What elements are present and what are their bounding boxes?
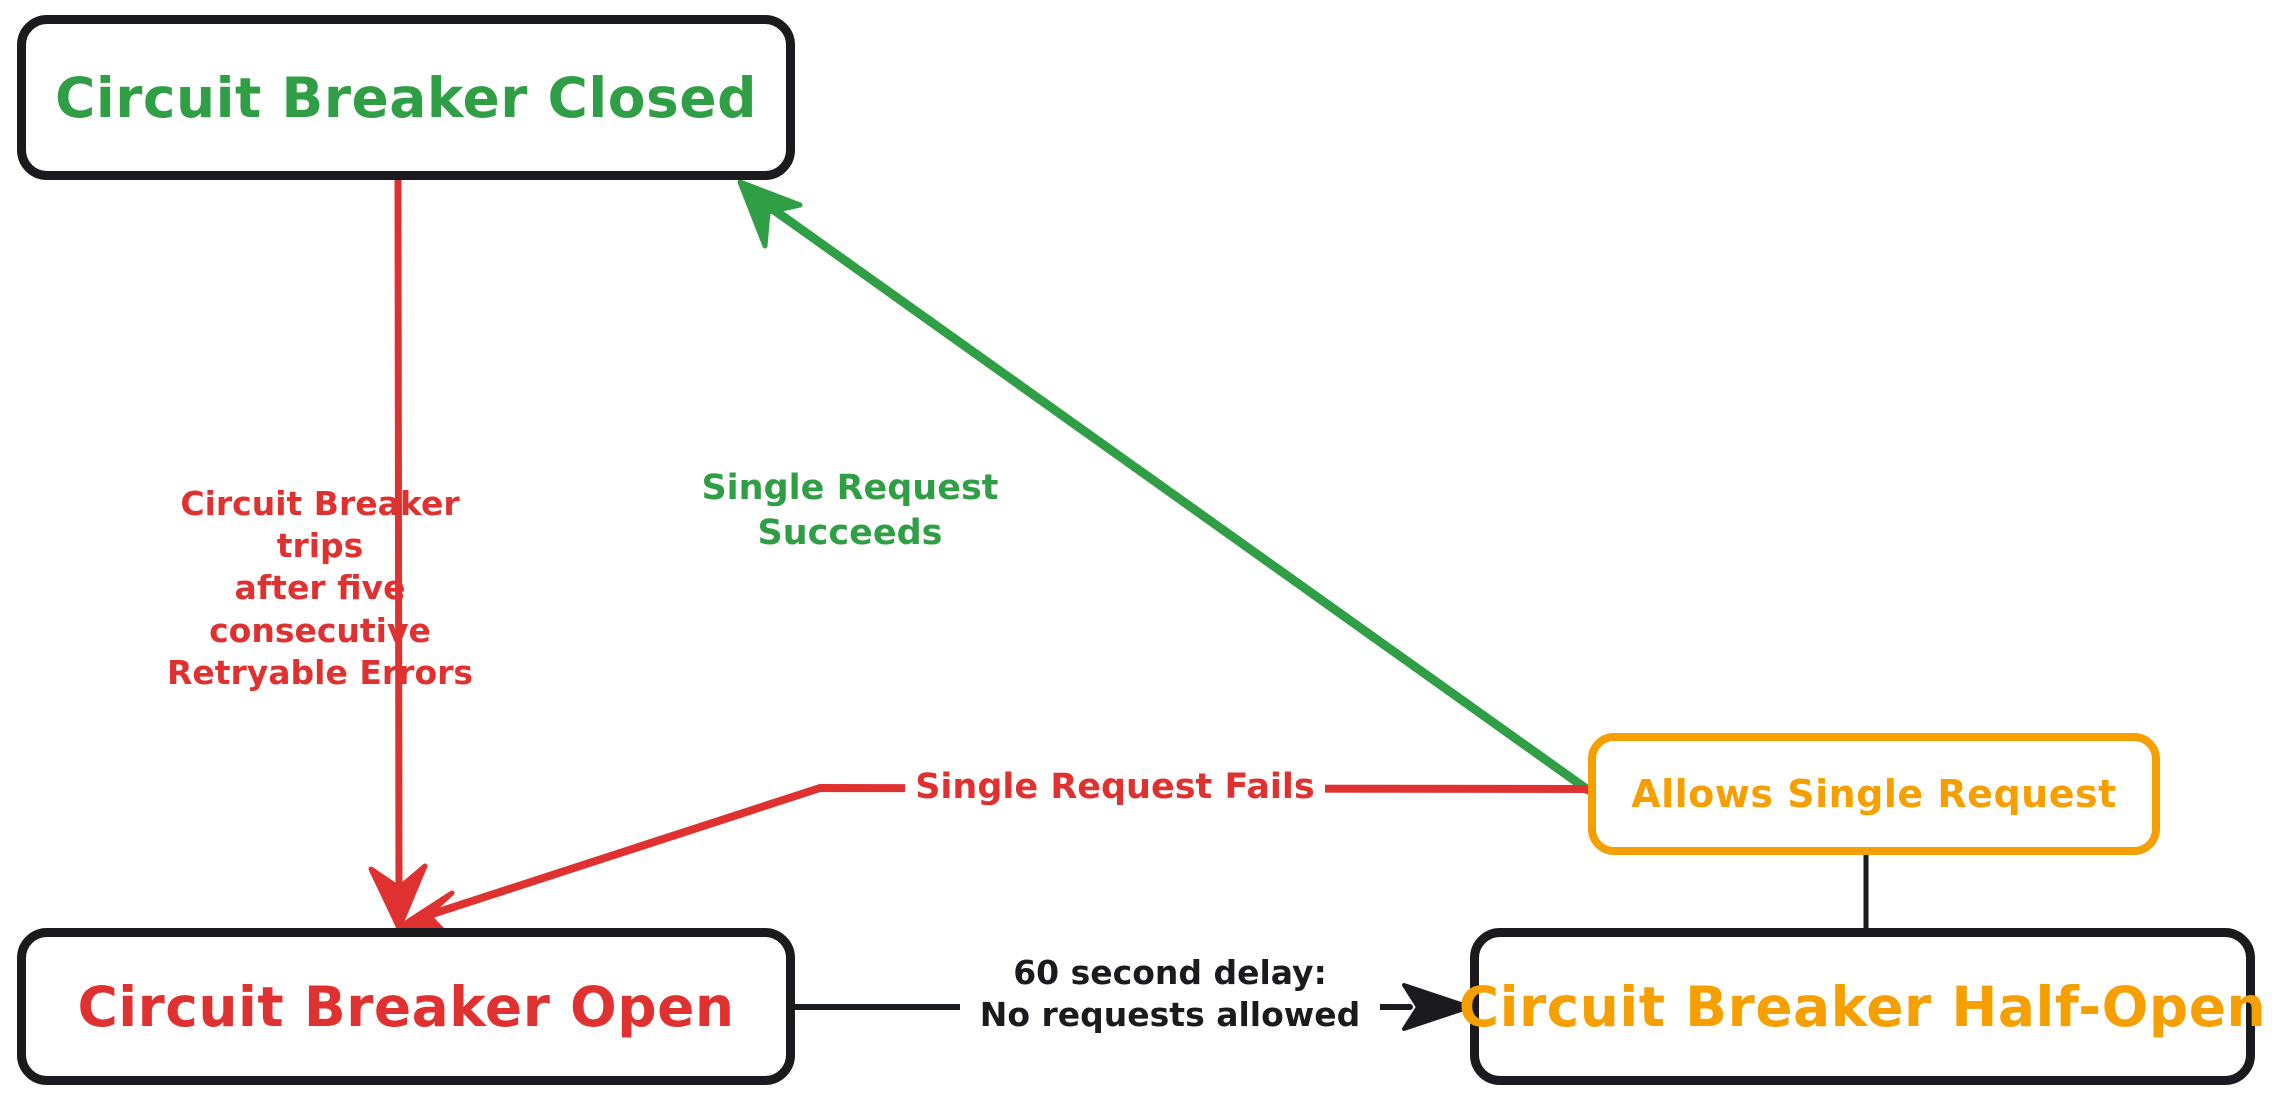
state-node-label: Circuit Breaker Half-Open xyxy=(1458,974,2267,1039)
state-node-circuit-breaker-closed[interactable]: Circuit Breaker Closed xyxy=(17,15,795,180)
state-node-allows-single-request[interactable]: Allows Single Request xyxy=(1588,733,2160,855)
state-node-circuit-breaker-half-open[interactable]: Circuit Breaker Half-Open xyxy=(1459,928,2266,1085)
edge-fails xyxy=(395,784,1592,941)
edge-succeeds xyxy=(737,179,1593,795)
state-node-circuit-breaker-open[interactable]: Circuit Breaker Open xyxy=(17,928,795,1085)
state-node-label: Allows Single Request xyxy=(1631,772,2117,816)
edge-trips xyxy=(368,176,428,931)
state-node-label: Circuit Breaker Open xyxy=(77,974,735,1039)
edge-delay xyxy=(792,983,1472,1031)
state-node-label: Circuit Breaker Closed xyxy=(55,65,757,130)
